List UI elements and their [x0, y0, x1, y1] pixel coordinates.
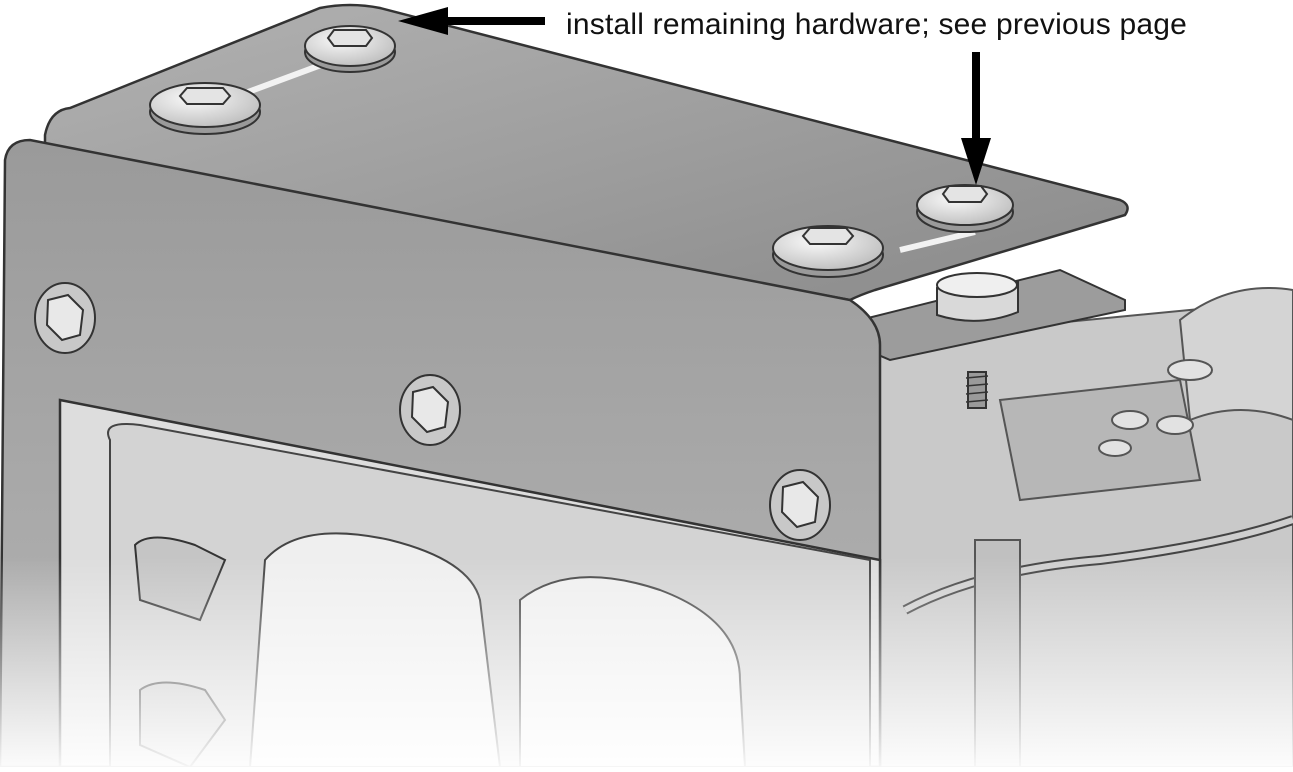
arrow-down-icon	[961, 52, 991, 185]
screw-washer-left	[149, 82, 261, 135]
arrow-left-icon	[398, 7, 545, 35]
bottom-fade	[0, 300, 1293, 767]
screw-washer-right-back	[916, 184, 1014, 233]
top-screws	[149, 25, 1014, 278]
callout-instruction: install remaining hardware; see previous…	[566, 8, 1188, 41]
screw-washer-right-front	[772, 225, 884, 278]
screw-washer-top-left	[304, 25, 396, 73]
